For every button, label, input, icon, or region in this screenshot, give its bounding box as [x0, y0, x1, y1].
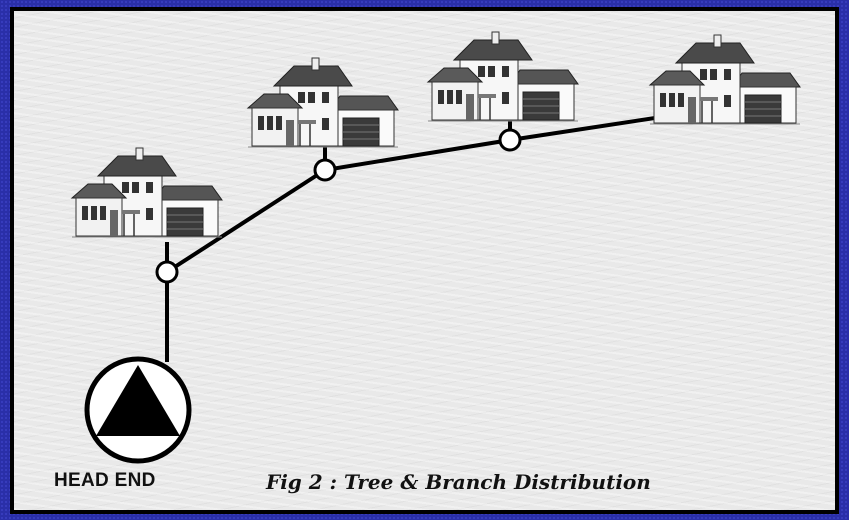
head-end-label: HEAD END — [54, 470, 156, 491]
house-icon — [427, 31, 579, 122]
house-icon — [71, 147, 223, 238]
tap-node-icon — [498, 128, 522, 152]
triangle-in-circle-icon — [84, 356, 192, 464]
house-icon — [247, 57, 399, 148]
figure-caption: Fig 2 : Tree & Branch Distribution — [266, 470, 651, 494]
house-icon — [649, 34, 801, 125]
tap-node-icon — [155, 260, 179, 284]
trunk-cable — [165, 111, 689, 362]
tap-node-icon — [313, 158, 337, 182]
